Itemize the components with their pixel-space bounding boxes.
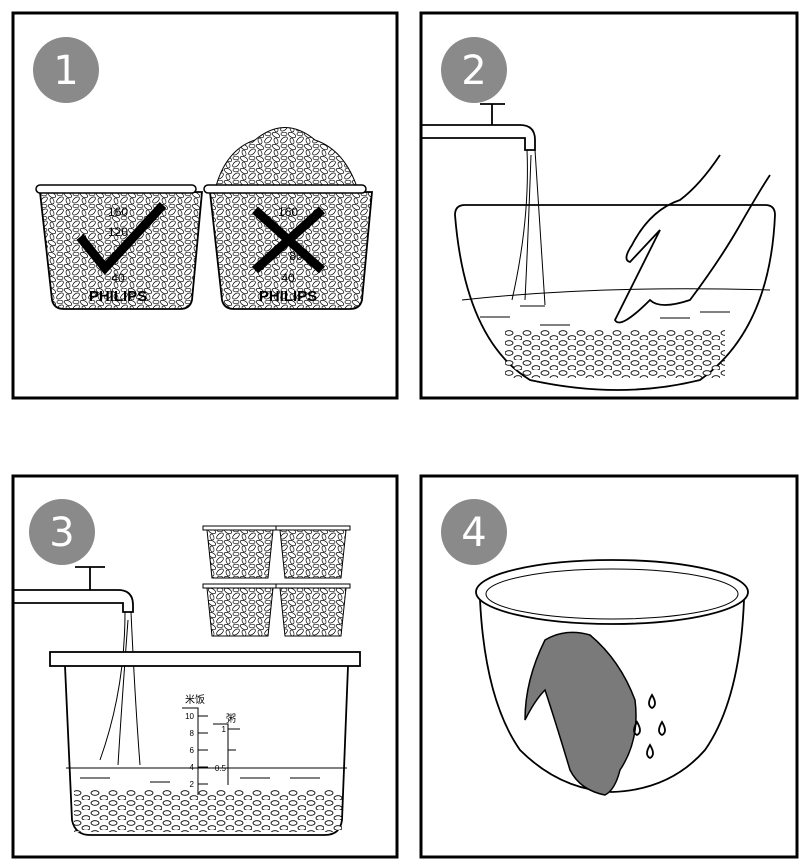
step-3-panel: 3 米饭 10 8 6	[11, 474, 399, 859]
svg-text:160: 160	[108, 205, 128, 219]
svg-text:8: 8	[190, 729, 195, 738]
svg-text:米饭: 米饭	[185, 693, 205, 706]
faucet-icon	[421, 103, 536, 151]
step-number: 1	[53, 48, 78, 94]
water-drops-icon	[633, 693, 666, 760]
svg-text:160: 160	[278, 205, 298, 219]
cloth-icon	[524, 631, 637, 796]
step-number: 4	[461, 510, 486, 556]
step-2-panel: 2	[419, 11, 799, 400]
philips-logo: PHILIPS	[89, 288, 147, 305]
svg-text:1: 1	[222, 725, 227, 734]
philips-logo: PHILIPS	[259, 288, 317, 305]
checkmark-icon	[76, 201, 167, 275]
hand-icon	[613, 154, 771, 324]
correct-measuring-cup: 160 120 40 PHILIPS	[35, 184, 203, 310]
step-4-panel: 4	[419, 474, 799, 859]
step-number: 2	[461, 48, 486, 94]
svg-text:0.5: 0.5	[215, 764, 227, 773]
step-number: 3	[49, 510, 74, 556]
svg-text:120: 120	[108, 225, 128, 239]
water-stream	[99, 611, 141, 766]
svg-text:4: 4	[190, 763, 195, 772]
water-stream	[511, 149, 546, 306]
step-badge	[33, 37, 99, 103]
inner-pot	[475, 559, 749, 793]
svg-text:40: 40	[111, 271, 125, 285]
svg-text:10: 10	[185, 712, 194, 721]
svg-text:40: 40	[281, 271, 295, 285]
svg-text:6: 6	[190, 746, 195, 755]
cross-icon	[251, 206, 326, 274]
overfilled-measuring-cup: 160 80 40 PHILIPS	[203, 127, 373, 310]
faucet-icon	[13, 566, 134, 613]
inner-pot-filling: 米饭 10 8 6 4 2 粥 1 0.5	[49, 651, 361, 836]
step-1-panel: 1 160 120 40 PHILIPS 160 80 40 PHILIPS	[11, 11, 399, 400]
water-level-scale: 米饭 10 8 6 4 2 粥 1 0.5	[182, 693, 240, 795]
inner-pot-washing	[454, 204, 776, 391]
four-measuring-cups	[202, 525, 351, 637]
svg-text:2: 2	[190, 780, 195, 789]
svg-text:粥: 粥	[226, 713, 236, 725]
